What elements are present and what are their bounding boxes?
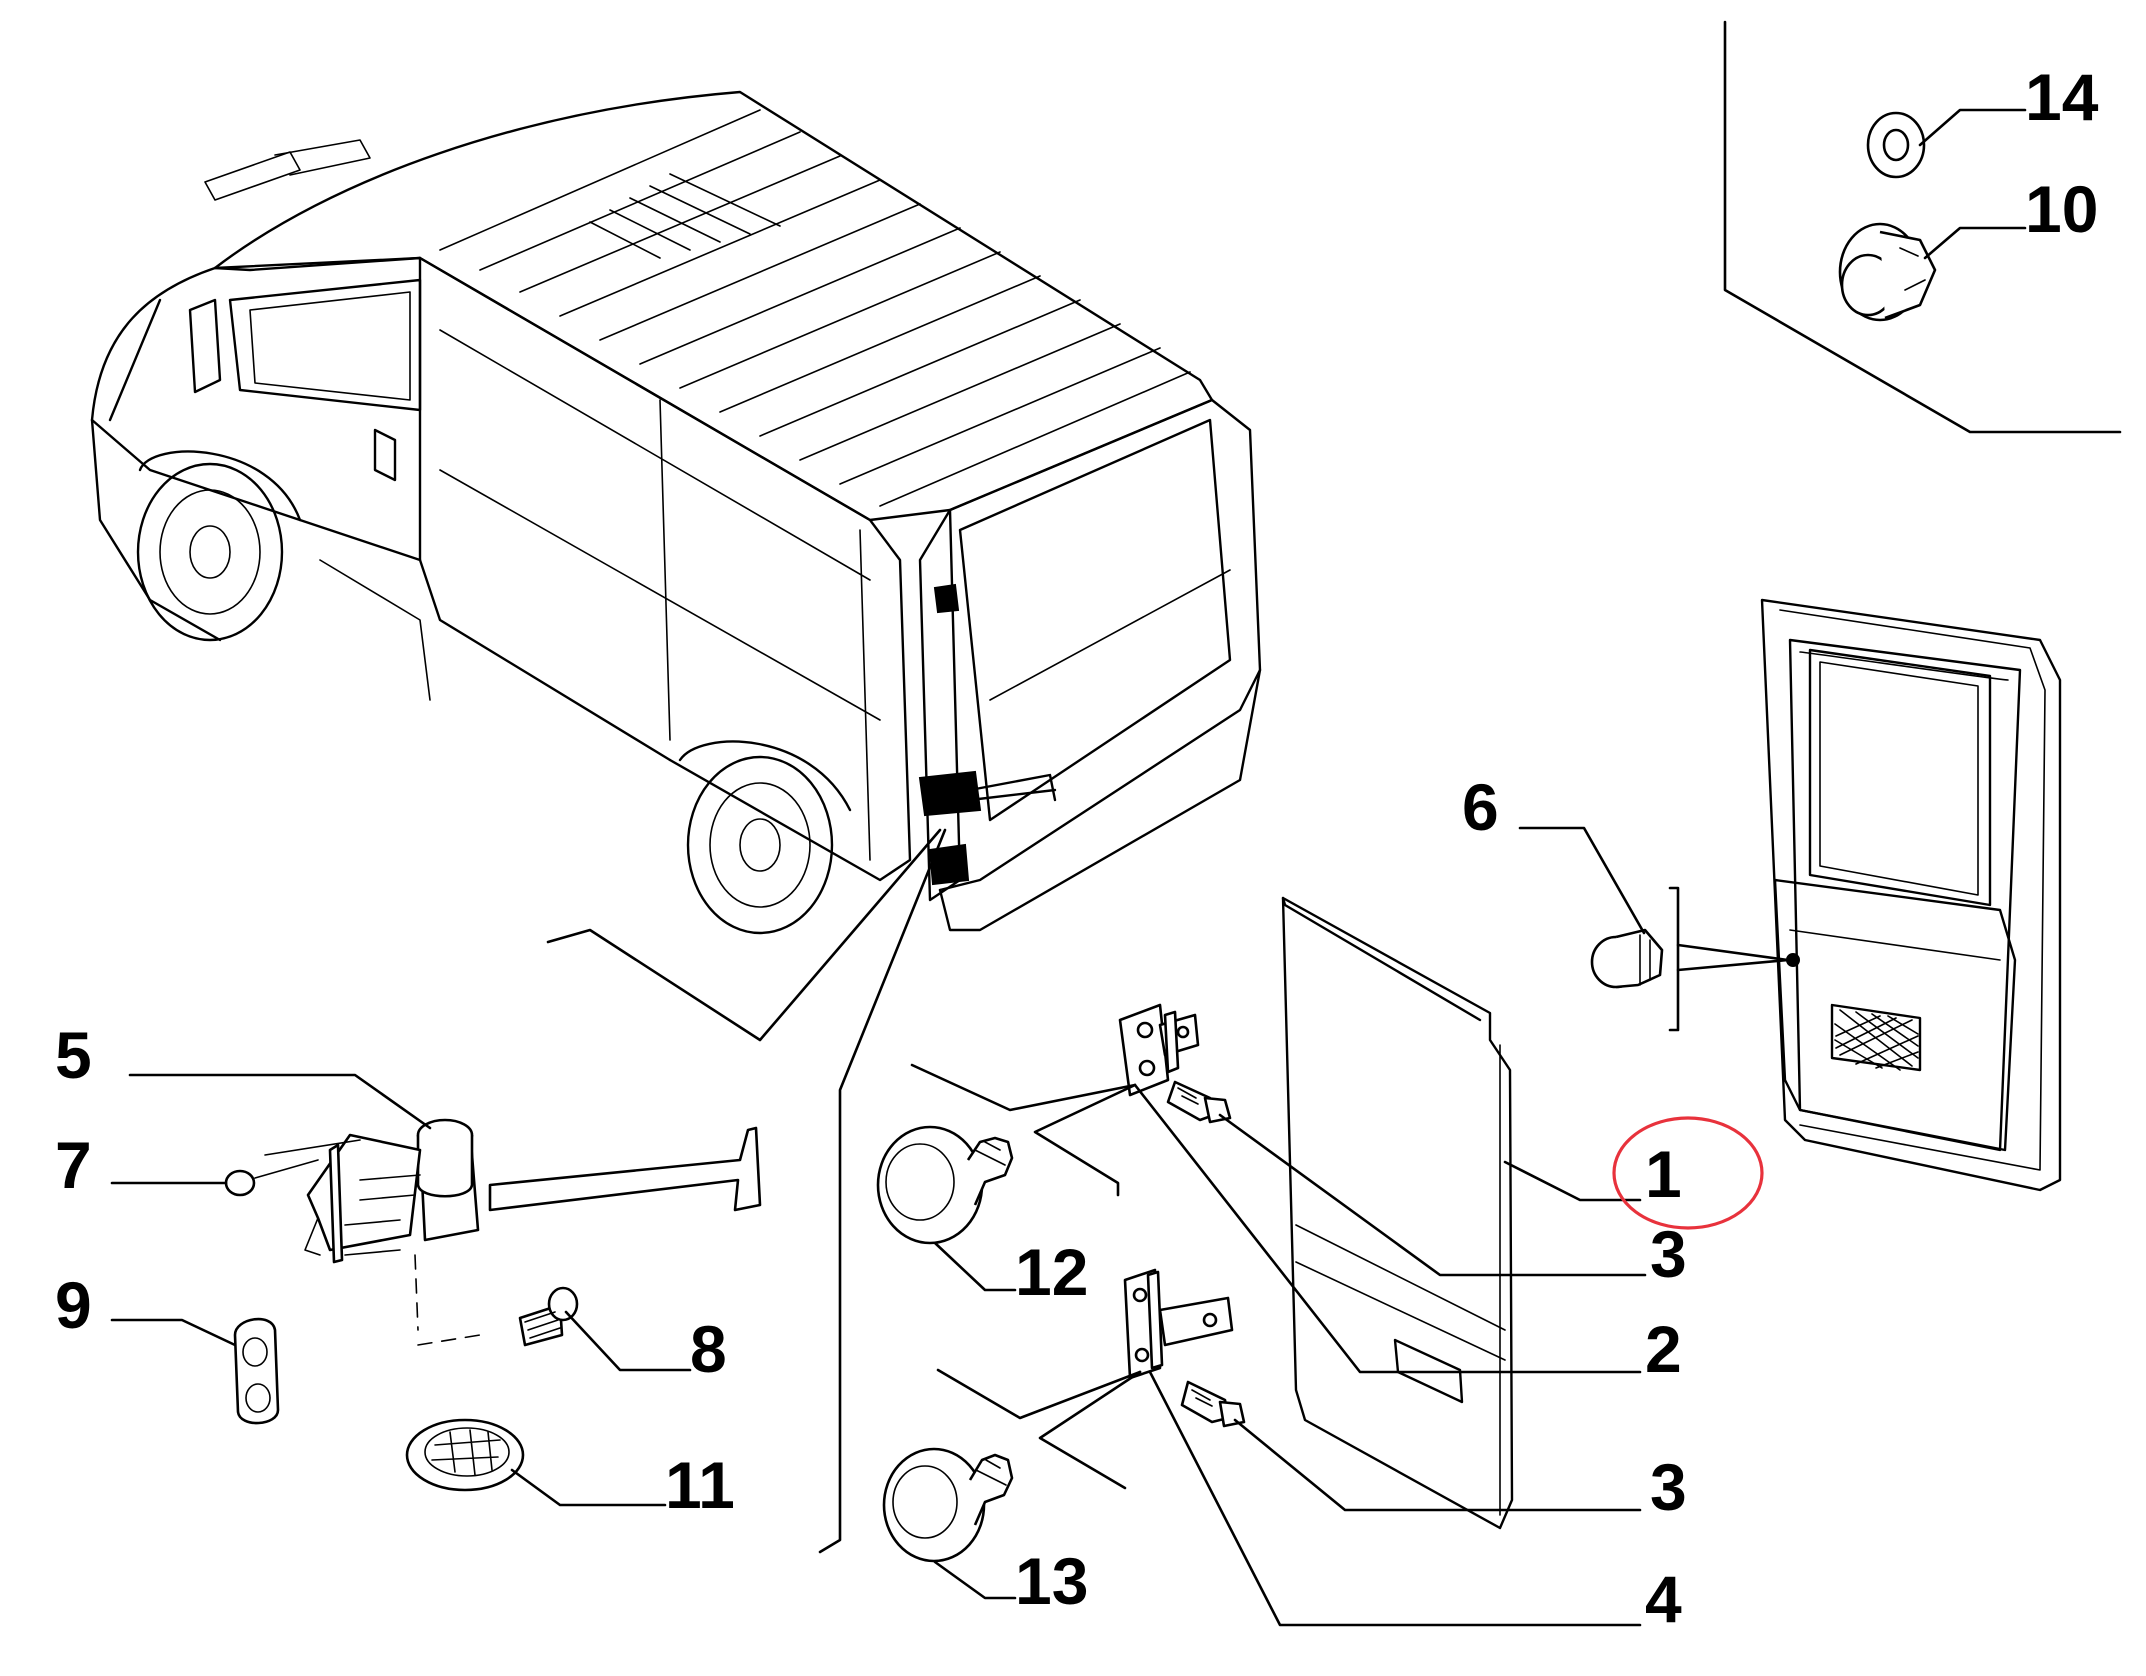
door-panel-part-1 [1281,896,1514,1530]
inset-border [1723,20,2122,434]
callout-14: 14 [2025,60,2099,134]
callout-6: 6 [1462,770,1499,844]
lower-hinge-part-4 [1123,1268,1234,1380]
buffer-part-13 [882,1447,1014,1563]
callout-9: 9 [55,1268,92,1342]
plug-part-10 [1838,222,1937,322]
highlight-circle-callout-1 [1612,1116,1764,1230]
callout-8: 8 [690,1312,727,1386]
callout-10: 10 [2025,172,2098,246]
callout-11: 11 [665,1448,735,1522]
buffer-part-12 [876,1125,1014,1245]
callout-3-lower: 3 [1650,1450,1687,1524]
callout-4: 4 [1645,1562,1682,1636]
leader-van-check-strap [546,828,942,1042]
upper-hinge-part-2 [1118,1003,1200,1097]
spacer-part-9 [233,1317,280,1425]
rear-door-illustration [1760,598,2062,1192]
bump-stop-part-6 [1590,928,1664,989]
bracket-6 [1668,886,1680,1032]
bolt-part-3-lower [1180,1380,1246,1428]
van-illustration [90,90,1262,935]
callout-2: 2 [1645,1312,1682,1386]
callout-1: 1 [1645,1137,1682,1211]
bolt-part-8 [518,1286,579,1347]
leader-van-hinges [818,828,947,1554]
callout-7: 7 [55,1128,92,1202]
callout-13: 13 [1015,1544,1088,1618]
callout-12: 12 [1015,1235,1088,1309]
nut-part-7 [224,1169,256,1197]
check-strap-part-5 [304,1118,762,1264]
callout-5: 5 [55,1018,92,1092]
grommet-part-11 [405,1418,525,1492]
washer-part-14 [1866,111,1926,179]
bolt-part-3-upper [1166,1080,1232,1124]
